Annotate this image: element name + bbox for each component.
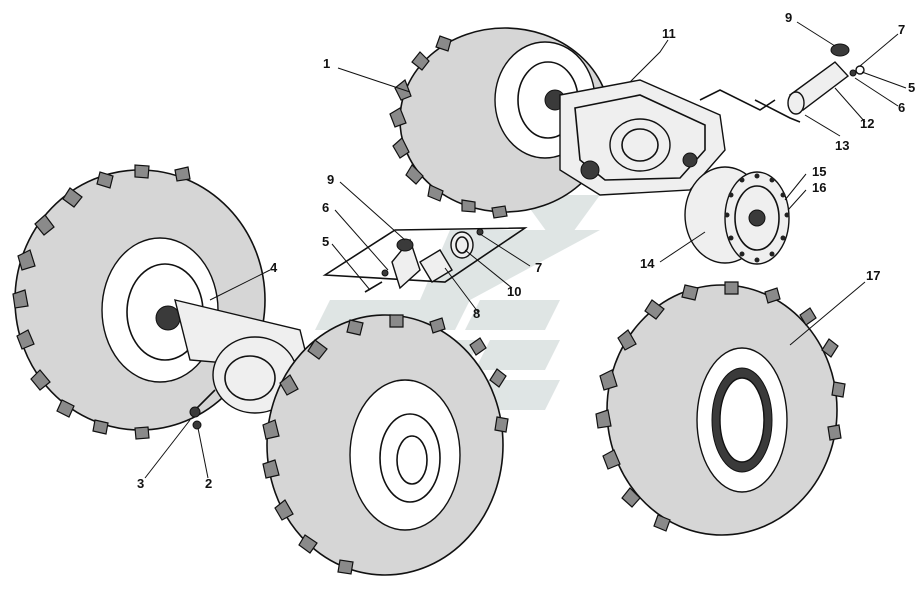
callout-17: 17 <box>866 268 880 283</box>
callout-labels: 1 11 9 7 5 6 12 13 15 16 14 9 6 5 7 10 8… <box>137 10 915 491</box>
callout-5-top: 5 <box>908 80 915 95</box>
pin-parts-center <box>322 227 528 293</box>
center-wheel-assembly <box>262 314 509 576</box>
center-tire-tread <box>262 314 509 575</box>
top-diff-housing <box>609 118 671 172</box>
callout-14: 14 <box>640 256 655 271</box>
callout-4: 4 <box>270 260 278 275</box>
callout-16: 16 <box>812 180 826 195</box>
callout-6-center: 6 <box>322 200 329 215</box>
leader-lines <box>144 21 907 479</box>
callout-13: 13 <box>835 138 849 153</box>
left-tire-tread <box>12 164 191 440</box>
callout-8: 8 <box>473 306 480 321</box>
callout-3: 3 <box>137 476 144 491</box>
top-wheel-assembly <box>389 27 726 219</box>
top-tire-tread <box>389 35 508 219</box>
callout-9-top: 9 <box>785 10 792 25</box>
callout-7-top: 7 <box>898 22 905 37</box>
callout-9-center: 9 <box>327 172 334 187</box>
gear-bolts <box>724 173 790 263</box>
callout-1: 1 <box>323 56 330 71</box>
right-wheel-17 <box>595 281 846 536</box>
callout-15: 15 <box>812 164 826 179</box>
callout-2: 2 <box>205 476 212 491</box>
right-tire-tread <box>595 281 846 532</box>
callout-12: 12 <box>860 116 874 131</box>
callout-11: 11 <box>662 26 676 41</box>
pin-parts-top <box>699 43 865 123</box>
callout-5-center: 5 <box>322 234 329 249</box>
kingpin-8 <box>419 249 453 283</box>
callout-7-center: 7 <box>535 260 542 275</box>
callout-10: 10 <box>507 284 521 299</box>
center-rim <box>349 379 461 531</box>
callout-6-top: 6 <box>898 100 905 115</box>
hub-reduction-gear <box>684 166 790 265</box>
